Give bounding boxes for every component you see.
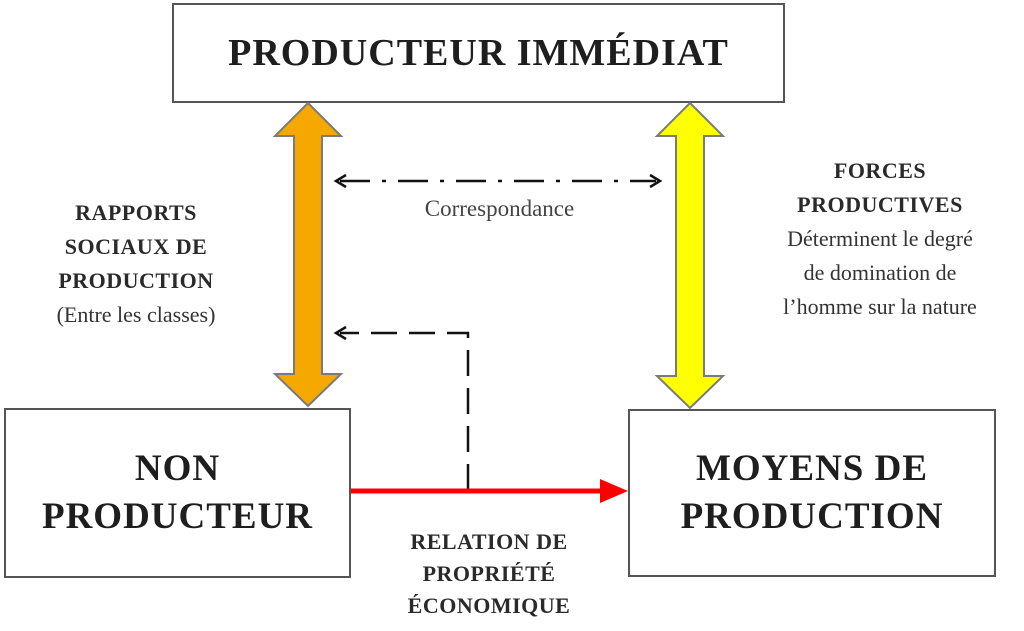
relation-feedback-arrowhead [333,325,347,341]
forces-label-line2: PRODUCTIVES [797,192,963,218]
non-producteur-box: NON PRODUCTEUR [4,408,351,578]
rapports-sociaux-double-arrow [272,101,344,408]
forces-desc-line3: l’homme sur la nature [783,294,977,320]
correspondance-arrowhead-right [649,173,663,189]
forces-productives-label: FORCES PRODUCTIVES Déterminent le degré … [736,154,1024,324]
forces-label-line1: FORCES [833,158,927,183]
rapports-label-line3: PRODUCTION [58,268,214,294]
relation-label-line1: RELATION DE [410,529,568,554]
producteur-immediat-label: PRODUCTEUR IMMÉDIAT [228,32,729,74]
relation-label-line2: PROPRIÉTÉ [422,560,556,586]
rapports-sublabel: (Entre les classes) [56,302,216,328]
non-producteur-label-line2: PRODUCTEUR [41,496,314,537]
relation-propriete-label: RELATION DE PROPRIÉTÉ ÉCONOMIQUE [360,526,618,622]
relation-feedback-dashed-connector [340,331,470,490]
rapports-sociaux-label: RAPPORTS SOCIAUX DE PRODUCTION (Entre le… [18,196,254,332]
moyens-label-line2: PRODUCTION [680,496,944,537]
forces-productives-double-arrow [654,101,726,410]
non-producteur-label-line1: NON [134,447,221,489]
rapports-label-line2: SOCIAUX DE [64,234,208,260]
relation-label-line3: ÉCONOMIQUE [407,592,571,618]
forces-desc-line2: de domination de [803,260,957,286]
correspondance-arrowhead-left [333,173,347,189]
moyens-de-production-box: MOYENS DE PRODUCTION [628,409,996,577]
forces-desc-line1: Déterminent le degré [787,226,973,252]
rapports-label-line1: RAPPORTS [75,200,197,225]
relation-propriete-arrowhead [600,479,628,503]
producteur-immediat-box: PRODUCTEUR IMMÉDIAT [172,3,785,103]
moyens-label-line1: MOYENS DE [695,447,929,489]
correspondance-label: Correspondance [424,196,575,221]
